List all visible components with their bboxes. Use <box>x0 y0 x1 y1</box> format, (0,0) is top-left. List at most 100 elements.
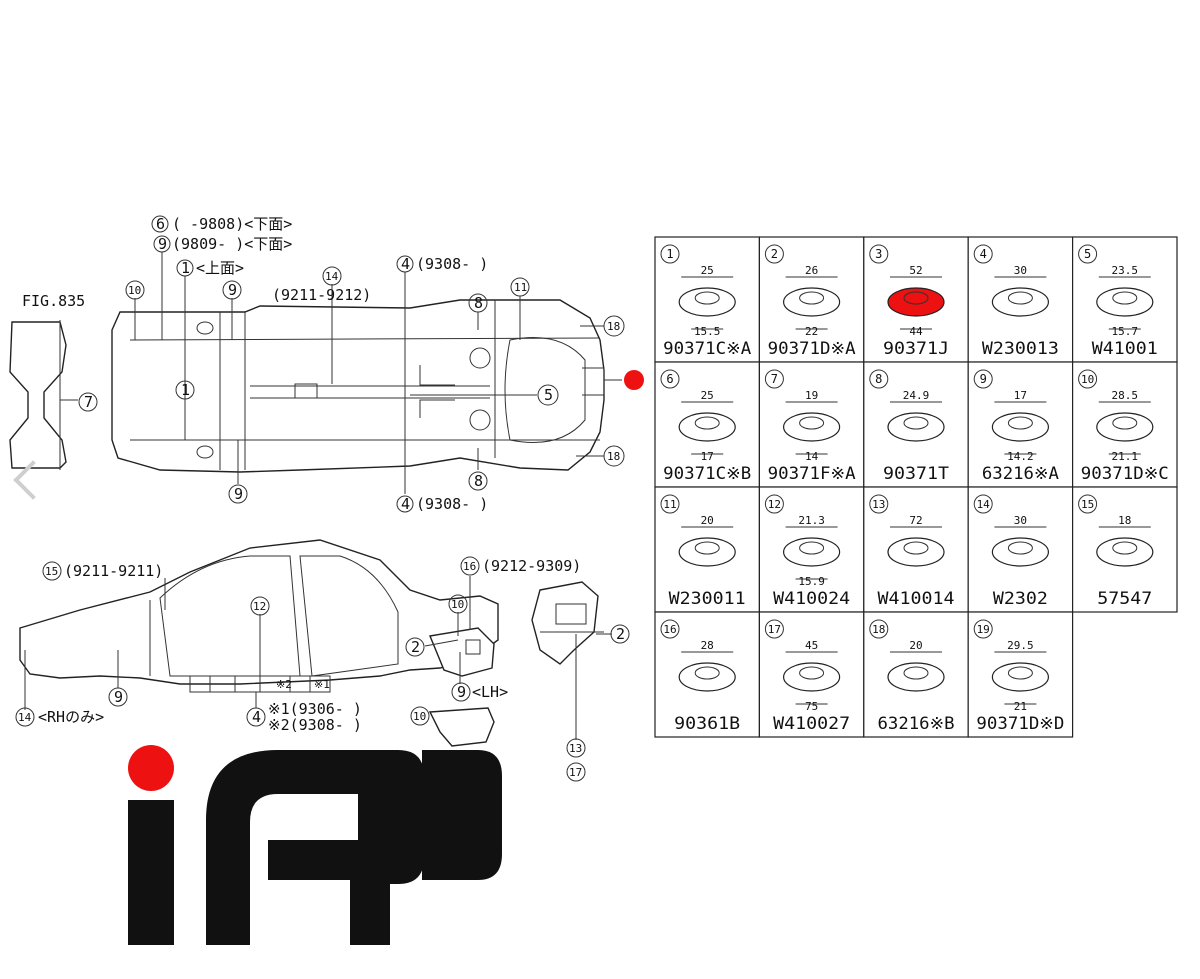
dimension-label: 15.9 <box>798 575 825 588</box>
part-code: 90371J <box>883 339 949 359</box>
svg-text:9: 9 <box>114 688 123 706</box>
dimension-label: 44 <box>909 325 923 338</box>
part-code: 63216※B <box>878 714 955 734</box>
dimension-label: 21.1 <box>1112 450 1139 463</box>
callouts-side: 15 (9211-9211) 16 (9212-9309) 12 10 2 2 … <box>15 556 630 782</box>
svg-text:( -9808)<下面>: ( -9808)<下面> <box>172 215 292 233</box>
chevron-left-icon[interactable] <box>8 458 53 502</box>
svg-text:<LH>: <LH> <box>472 683 508 701</box>
svg-text:※2(9308- ): ※2(9308- ) <box>268 716 362 734</box>
svg-text:18: 18 <box>607 320 620 333</box>
dimension-label: 15.5 <box>694 325 721 338</box>
part-number: 10 <box>1081 373 1094 386</box>
part-number: 12 <box>768 498 781 511</box>
svg-text:<RHのみ>: <RHのみ> <box>38 708 104 726</box>
part-drawing <box>1096 537 1154 567</box>
svg-text:8: 8 <box>474 472 483 490</box>
svg-text:9: 9 <box>234 485 243 503</box>
dimension-label: 24.9 <box>903 389 930 402</box>
svg-text:(9211-9211): (9211-9211) <box>64 562 163 580</box>
dimension-label: 18 <box>1118 514 1131 527</box>
svg-text:2: 2 <box>616 625 625 643</box>
part-drawing <box>887 287 945 317</box>
part-code: W2302 <box>993 589 1048 609</box>
svg-text:8: 8 <box>474 294 483 312</box>
part-drawing <box>887 412 945 442</box>
part-code: W410027 <box>773 714 850 734</box>
svg-text:1: 1 <box>181 381 190 399</box>
part-drawing <box>678 662 736 692</box>
dimension-label: 23.5 <box>1112 264 1139 277</box>
part-drawing <box>1096 412 1154 442</box>
svg-text:2: 2 <box>411 638 420 656</box>
part-code: 90361B <box>674 714 740 734</box>
part-number: 11 <box>663 498 676 511</box>
part-drawing <box>1096 287 1154 317</box>
svg-text:14: 14 <box>325 270 339 283</box>
svg-text:11: 11 <box>514 281 527 294</box>
dimension-label: 28 <box>701 639 714 652</box>
svg-text:4: 4 <box>401 255 410 273</box>
svg-text:(9809- )<下面>: (9809- )<下面> <box>172 235 292 253</box>
dimension-label: 28.5 <box>1112 389 1139 402</box>
svg-text:9: 9 <box>457 683 466 701</box>
part-drawing <box>782 412 841 442</box>
part-code: 90371C※B <box>663 464 751 484</box>
svg-text:10: 10 <box>128 284 141 297</box>
part-code: 90371C※A <box>663 339 751 359</box>
svg-text:9: 9 <box>228 281 237 299</box>
svg-text:9: 9 <box>158 235 167 253</box>
part-code: W410024 <box>773 589 850 609</box>
svg-text:17: 17 <box>569 766 582 779</box>
svg-text:10: 10 <box>451 598 464 611</box>
part-drawing <box>991 287 1050 317</box>
dimension-label: 25 <box>701 264 714 277</box>
svg-text:(9212-9309): (9212-9309) <box>482 557 581 575</box>
dimension-label: 30 <box>1014 514 1027 527</box>
dimension-label: 17 <box>701 450 714 463</box>
svg-text:※1: ※1 <box>314 678 330 691</box>
part-code: 63216※A <box>982 464 1059 484</box>
dimension-label: 30 <box>1014 264 1027 277</box>
part-number: 15 <box>1081 498 1094 511</box>
part-drawing <box>887 537 945 567</box>
dimension-label: 15.7 <box>1112 325 1139 338</box>
part-number: 13 <box>872 498 885 511</box>
fig-ref-label: FIG.835 <box>22 292 85 310</box>
part-number: 14 <box>977 498 991 511</box>
part-number: 4 <box>980 247 987 261</box>
dimension-label: 21.3 <box>798 514 825 527</box>
part-drawing <box>678 537 736 567</box>
part-drawing <box>782 537 841 567</box>
dimension-label: 20 <box>701 514 714 527</box>
dimension-label: 14 <box>805 450 819 463</box>
part-number: 7 <box>771 372 778 386</box>
svg-text:16: 16 <box>463 560 476 573</box>
svg-text:12: 12 <box>253 600 266 613</box>
part-code: 90371D※A <box>768 339 856 359</box>
part-number: 5 <box>1084 247 1091 261</box>
svg-text:<上面>: <上面> <box>196 259 244 277</box>
part-drawing <box>991 662 1050 692</box>
part-code: W410014 <box>878 589 955 609</box>
part-drawing <box>887 662 945 692</box>
svg-text:14: 14 <box>18 711 32 724</box>
dimension-label: 29.5 <box>1007 639 1034 652</box>
dimension-label: 26 <box>805 264 818 277</box>
dimension-label: 22 <box>805 325 818 338</box>
part-code: 57547 <box>1097 589 1152 609</box>
svg-text:5: 5 <box>544 386 553 404</box>
part-code: W230011 <box>669 589 746 609</box>
